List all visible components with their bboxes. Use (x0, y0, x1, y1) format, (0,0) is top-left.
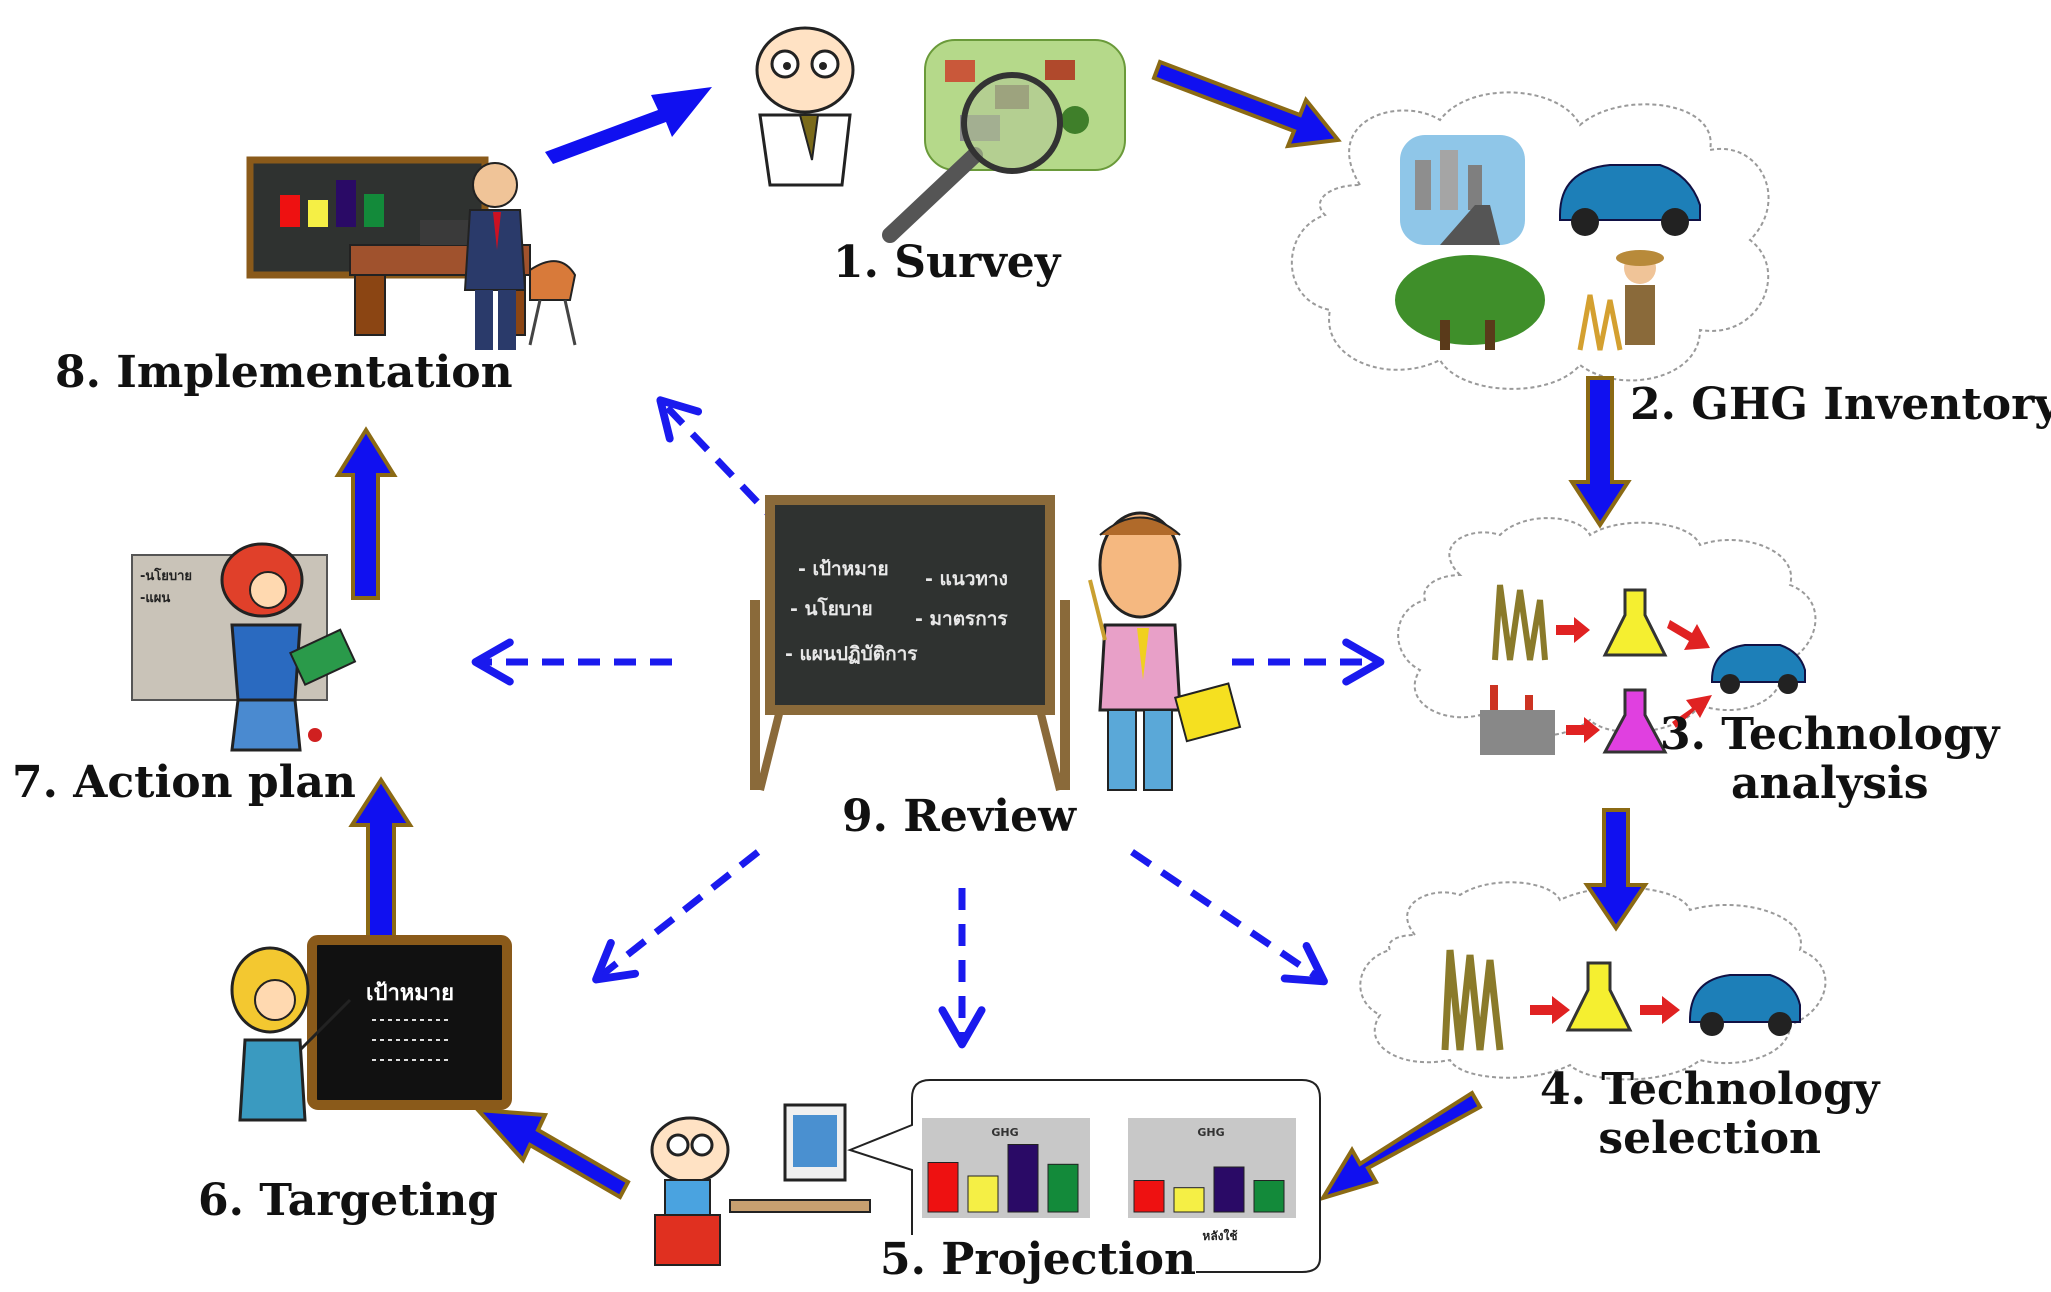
step-3-line2: analysis (1730, 758, 1929, 810)
car-icon (1689, 974, 1801, 1036)
review-board-item-action-plan: - แผนปฏิบัติการ (785, 643, 918, 665)
review-easel-board (750, 495, 1070, 791)
step-8-implementation-label: 8. Implementation (55, 347, 513, 398)
projection-chart-after-caption: หลังใช้ (1202, 1228, 1237, 1243)
review-arrow-to-implementation (656, 396, 785, 531)
step-6-targeting-label: 6. Targeting (198, 1175, 499, 1226)
targeting-blackboard (307, 935, 512, 1110)
flow-arrow-action-plan-to-implementation (334, 426, 398, 600)
flow-arrow-selection-to-projection (1318, 1090, 1483, 1202)
small-red-arrow (1672, 695, 1712, 728)
crop-icon (1492, 584, 1548, 661)
projection-before-bar-2 (967, 1175, 999, 1213)
step-2-ghg-inventory-label: 2. GHG Inventory (1630, 379, 2051, 430)
oil-refinery-icon (1480, 685, 1555, 755)
ghg-inventory-cloud (1290, 91, 1770, 390)
car-icon (1559, 164, 1701, 236)
projection-before-bar-4 (1047, 1163, 1079, 1213)
projection-after-bar-4 (1253, 1180, 1285, 1213)
flow-arrow-implementation-to-survey (545, 87, 712, 164)
projection-before-bar-3 (1007, 1144, 1039, 1213)
step-3-line1: 3. Technology (1660, 709, 2000, 760)
flow-arrow-targeting-to-action-plan (348, 776, 414, 942)
flow-arrow-projection-to-targeting (473, 1107, 631, 1200)
small-red-arrow (1566, 717, 1600, 743)
teacher-woman-illustration (230, 946, 352, 1122)
crop-icon (1441, 949, 1504, 1051)
projection-after-bar-1 (1133, 1180, 1165, 1213)
projection-chart-after (1128, 1118, 1296, 1218)
step-4-line2: selection (1598, 1113, 1822, 1165)
step-5-projection-label: 5. Projection (880, 1234, 1196, 1285)
farmer-icon (1577, 250, 1664, 351)
flow-arrow-inventory-to-analysis (1568, 376, 1632, 529)
review-board-item-target: - เป้าหมาย (798, 558, 889, 580)
yellow-flask-icon (1565, 961, 1633, 1032)
review-board-item-policy: - นโยบาย (790, 597, 873, 620)
flow-arrow-survey-to-inventory (1151, 59, 1342, 149)
projection-chart-before-title: GHG (991, 1126, 1018, 1139)
action-plan-board-line1: -นโยบาย (140, 567, 192, 584)
yellow-flask-icon (1602, 588, 1668, 657)
review-board-item-measure: - มาตรการ (915, 608, 1008, 630)
small-red-arrow (1667, 620, 1710, 650)
projection-chart-after-title: GHG (1197, 1126, 1224, 1139)
analyst-at-computer-illustration (650, 1103, 871, 1266)
businessman-illustration (463, 162, 527, 350)
step-7-action-plan-label: 7. Action plan (12, 757, 356, 808)
small-red-arrow (1556, 617, 1590, 643)
targeting-board-title: เป้าหมาย (366, 981, 454, 1006)
presenter-woman-illustration (220, 542, 357, 752)
chair-illustration (528, 260, 577, 346)
review-arrow-to-targeting (592, 849, 761, 984)
survey-scientist-illustration (755, 26, 855, 187)
technology-analysis-cloud (1397, 517, 1817, 738)
car-icon (1711, 644, 1806, 694)
forest-icon (1395, 255, 1545, 350)
small-red-arrow (1640, 996, 1680, 1024)
flow-arrow-analysis-to-selection (1583, 808, 1649, 932)
city-road-icon (1400, 135, 1525, 245)
step-9-review-label: 9. Review (842, 791, 1076, 842)
step-3-technology-analysis-label: 3. Technology analysis (1660, 710, 1999, 809)
review-board-item-guideline: - แนวทาง (925, 568, 1008, 590)
magnifying-glass-icon (882, 72, 1063, 243)
presenter-man-illustration (1088, 511, 1242, 791)
projection-after-bar-3 (1213, 1166, 1245, 1213)
projection-chart-before (922, 1118, 1090, 1218)
step-4-line1: 4. Technology (1540, 1064, 1880, 1115)
magenta-flask-icon (1602, 688, 1668, 754)
projection-after-bar-2 (1173, 1187, 1205, 1213)
step-4-technology-selection-label: 4. Technology selection (1540, 1065, 1879, 1164)
small-red-arrow (1530, 996, 1570, 1024)
review-arrow-to-technology-selection (1130, 849, 1328, 986)
step-1-survey-label: 1. Survey (833, 237, 1061, 288)
action-plan-board-line2: -แผน (140, 591, 170, 606)
projection-before-bar-1 (927, 1162, 959, 1213)
